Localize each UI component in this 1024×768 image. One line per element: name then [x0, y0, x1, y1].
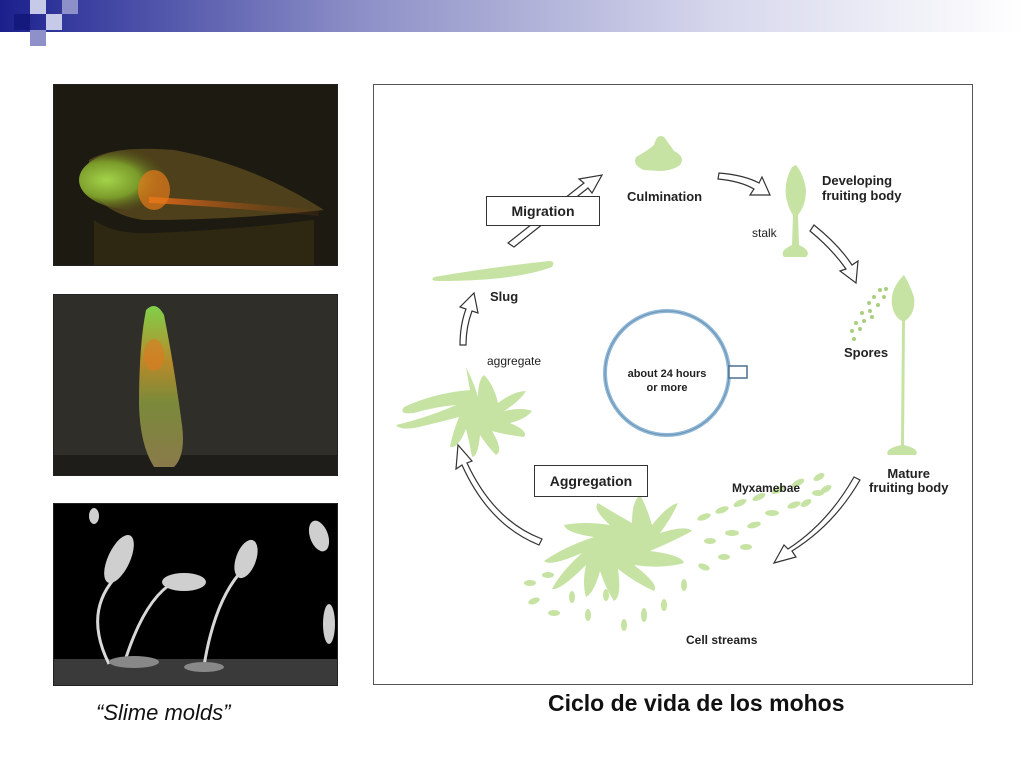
stage-label-culmination: Culmination	[627, 189, 702, 204]
cell-streams-icon	[544, 495, 692, 601]
stage-label-developing: Developing fruiting body	[822, 173, 901, 203]
mature-fruiting-body-icon	[887, 275, 917, 455]
cycle-duration-line-1: about 24 hours	[617, 367, 717, 381]
box-label-aggregation: Aggregation	[534, 465, 648, 497]
header-square-mid	[30, 30, 46, 46]
culmination-icon	[635, 136, 682, 171]
header-gradient-bar	[0, 0, 1024, 32]
slug-icon	[432, 261, 553, 281]
stage-label-aggregate: aggregate	[487, 354, 541, 368]
header-square-dark	[14, 14, 30, 30]
stage-label-mature-line-1: Mature	[869, 467, 948, 481]
diagram-caption: Ciclo de vida de los mohos	[548, 690, 845, 717]
spores-icon	[850, 287, 888, 341]
header-square-light	[30, 0, 46, 14]
aggregate-icon	[396, 367, 532, 457]
developing-fruiting-body-icon	[783, 165, 808, 257]
stage-label-developing-line-2: fruiting body	[822, 188, 901, 203]
stage-label-myxamebae: Myxamebae	[732, 481, 800, 495]
stage-label-slug: Slug	[490, 289, 518, 304]
life-cycle-diagram: Culmination Developing fruiting body sta…	[373, 84, 973, 685]
slime-mold-slug-photo	[53, 84, 338, 266]
slime-mold-fruiting-bodies-photo	[53, 503, 338, 686]
photos-caption: “Slime molds”	[96, 700, 230, 726]
cycle-duration-line-2: or more	[617, 381, 717, 395]
header-square-mid-2	[62, 0, 78, 14]
header-square-light-2	[46, 14, 62, 30]
stage-label-mature-line-2: fruiting body	[869, 481, 948, 495]
stage-label-stalk: stalk	[752, 226, 777, 240]
slime-mold-upright-photo	[53, 294, 338, 476]
box-label-migration: Migration	[486, 196, 600, 226]
stage-label-cell-streams: Cell streams	[686, 633, 757, 647]
stage-label-spores: Spores	[844, 345, 888, 360]
stage-label-mature: Mature fruiting body	[869, 467, 948, 495]
stage-label-developing-line-1: Developing	[822, 173, 901, 188]
cycle-duration-label: about 24 hours or more	[617, 367, 717, 395]
